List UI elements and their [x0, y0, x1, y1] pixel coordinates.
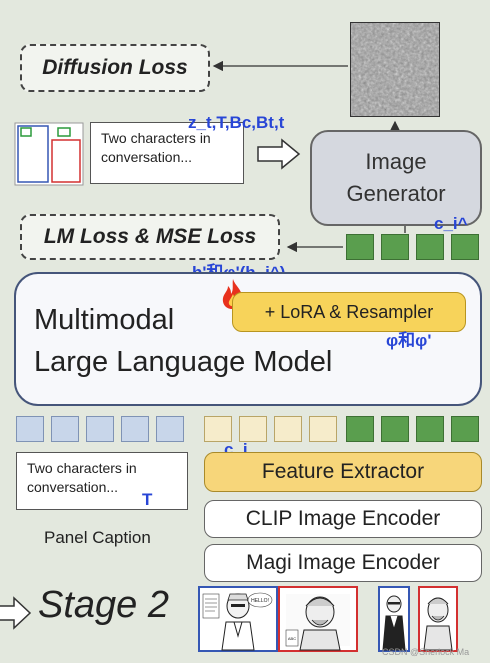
lm-mse-loss-label: LM Loss & MSE Loss	[43, 225, 257, 248]
feature-token	[204, 416, 232, 442]
text-token	[51, 416, 79, 442]
image-token	[381, 416, 409, 442]
lm-mse-loss-box: LM Loss & MSE Loss	[20, 214, 280, 260]
lora-resampler-box: + LoRA & Resampler	[232, 292, 466, 332]
output-token	[346, 234, 374, 260]
clip-encoder-label: CLIP Image Encoder	[245, 507, 441, 530]
image-generator-line2: Generator	[346, 181, 446, 206]
bottom-caption-box: Two characters in conversation...	[16, 452, 188, 510]
layout-thumbnail	[14, 122, 84, 186]
bottom-caption-text: Two characters in conversation...	[27, 460, 137, 495]
mllm-line2: Large Language Model	[34, 346, 333, 378]
comic-panel-1: HELLO!	[198, 586, 278, 652]
output-token	[416, 234, 444, 260]
mllm-line1: Multimodal	[34, 304, 175, 336]
image-token	[451, 416, 479, 442]
hollow-arrow-icon	[257, 138, 301, 170]
generated-image	[350, 22, 440, 117]
output-token	[451, 234, 479, 260]
output-token	[381, 234, 409, 260]
magi-encoder-box: Magi Image Encoder	[204, 544, 482, 582]
annotation-c-i-hat: c_i^	[434, 214, 468, 233]
feature-token	[309, 416, 337, 442]
stage-label: Stage 2	[38, 584, 169, 626]
top-caption-box: Two characters in conversation...	[90, 122, 244, 184]
top-caption-text: Two characters in conversation...	[101, 130, 211, 165]
annotation-z-t: z_t,T,Bc,Bt,t	[188, 113, 285, 132]
magi-encoder-label: Magi Image Encoder	[246, 551, 440, 574]
text-token	[16, 416, 44, 442]
lora-resampler-label: + LoRA & Resampler	[264, 301, 434, 322]
stage-arrow-icon	[0, 596, 32, 630]
feature-token	[239, 416, 267, 442]
text-token	[156, 416, 184, 442]
comic-bubble-2: ABC	[288, 636, 296, 641]
annotation-t: T	[142, 490, 153, 509]
panel-caption-label: Panel Caption	[44, 528, 151, 547]
feature-token	[274, 416, 302, 442]
diffusion-loss-label: Diffusion Loss	[42, 56, 188, 79]
image-token	[416, 416, 444, 442]
comic-panel-3	[378, 586, 410, 652]
watermark: CSDN @Sherlock Ma	[382, 647, 470, 657]
text-token	[121, 416, 149, 442]
feature-extractor-box: Feature Extractor	[204, 452, 482, 492]
comic-panel-4	[418, 586, 458, 652]
diffusion-loss-box: Diffusion Loss	[20, 44, 210, 92]
comic-bubble-1: HELLO!	[251, 598, 269, 604]
text-token	[86, 416, 114, 442]
image-generator-box: Image Generator	[310, 130, 482, 226]
annotation-phi: φ和φ'	[386, 331, 432, 350]
image-token	[346, 416, 374, 442]
clip-encoder-box: CLIP Image Encoder	[204, 500, 482, 538]
feature-extractor-label: Feature Extractor	[261, 460, 425, 483]
comic-panel-2: ABC	[278, 586, 358, 652]
image-generator-line1: Image	[365, 149, 427, 174]
